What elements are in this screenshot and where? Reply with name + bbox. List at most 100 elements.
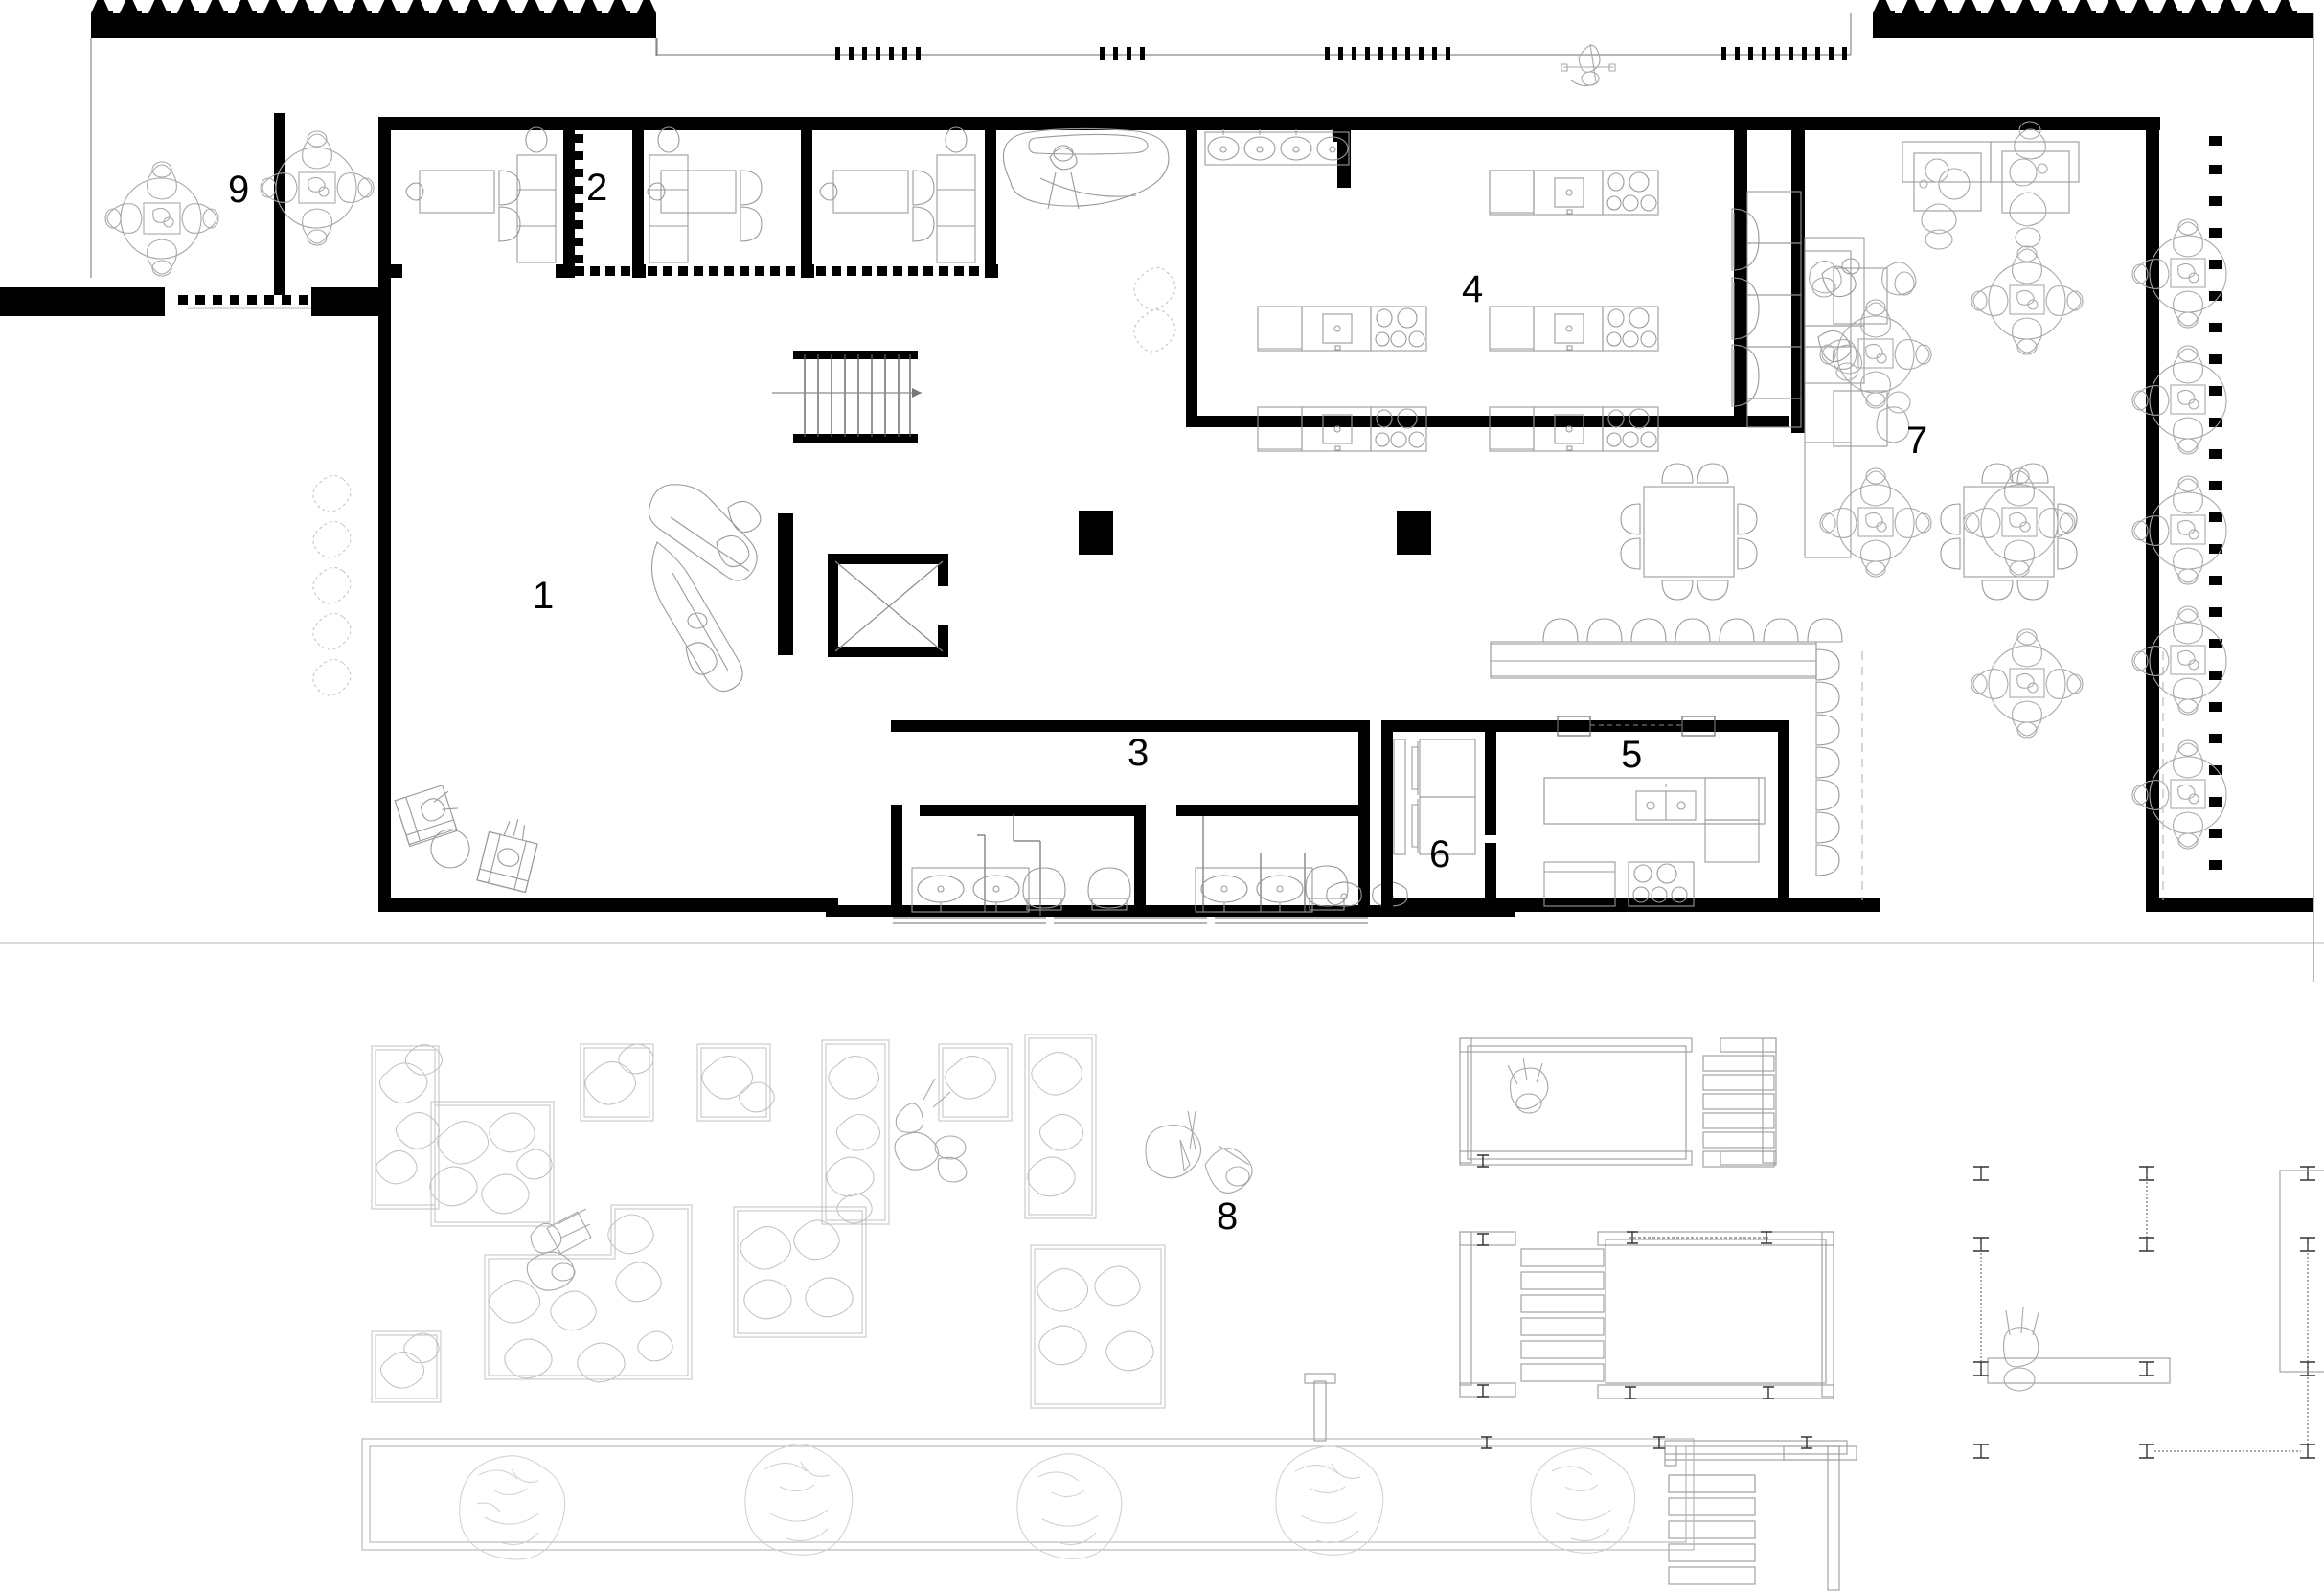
- restroom-partition-lines: [977, 814, 1306, 916]
- garden-bed-7: [938, 1043, 1013, 1122]
- dining-top-guest-a: [1919, 158, 1971, 250]
- tree-1: [459, 1455, 566, 1560]
- room-label-2: 2: [586, 167, 608, 209]
- tree-5: [1530, 1447, 1636, 1554]
- bench-tick-2d: [1761, 1231, 1772, 1244]
- kitchen4-workstation-5: [1489, 406, 1659, 452]
- dining-banquette-top: [1902, 141, 2080, 214]
- office-sill-walls: [391, 134, 998, 278]
- garden-bed-4: [580, 1043, 654, 1122]
- planter-tick-c: [1801, 1436, 1812, 1449]
- dining-round-table-2: [2131, 218, 2227, 329]
- column-right: [1397, 511, 1431, 555]
- garden-bed-2: [429, 1101, 555, 1227]
- room-label-5: 5: [1621, 734, 1643, 776]
- restroom-door-thresholds: [893, 917, 1368, 924]
- column-left: [1079, 511, 1113, 555]
- room-label-9: 9: [228, 169, 250, 211]
- site-dashes-upper: [835, 47, 1847, 60]
- room-label-1: 1: [533, 575, 555, 617]
- kitchen5-pass-window: [1557, 716, 1716, 737]
- dining-right-dotted-wall: [2209, 136, 2222, 870]
- greenhouse-bench-1-figure: [1507, 1057, 1549, 1114]
- office-shelf-b: [649, 126, 689, 263]
- dimension-marker-group: [1973, 1166, 2315, 1459]
- elevator-shaft: [828, 554, 948, 657]
- sawtooth-roof-wall-left: [91, 0, 656, 38]
- greenhouse-shelves-3: [1668, 1474, 1756, 1585]
- gardener-figure-a: [894, 1078, 968, 1183]
- restroom-walls: [891, 720, 1370, 912]
- service-room6-walls: [1381, 720, 1496, 912]
- room-label-3: 3: [1128, 732, 1150, 774]
- garden-bed-1: [371, 1044, 443, 1210]
- dining-left-guests: [1809, 260, 1917, 443]
- planter-tick-b: [1653, 1436, 1665, 1449]
- lounge-armchair-b: [476, 819, 538, 894]
- site-bench-figure: [2002, 1306, 2039, 1392]
- site-bench-seat: [1987, 1357, 2171, 1384]
- restroom-toilets-left: [1022, 867, 1131, 911]
- tree-planter-post: [1304, 1373, 1336, 1442]
- dining-banquette-left: [1804, 250, 1888, 558]
- greenhouse-bench-3-frame: [1783, 1445, 1840, 1591]
- tree-3: [1016, 1453, 1123, 1559]
- garden-bed-9: [484, 1204, 693, 1383]
- lounge-sofa: [648, 484, 762, 693]
- greenhouse-bench-1: [1459, 1037, 1777, 1166]
- room-label-7: 7: [1906, 420, 1928, 462]
- bench-tick-1: [1477, 1154, 1489, 1168]
- kitchen4-workstation-2: [1257, 306, 1427, 352]
- bar-counter: [1490, 643, 1817, 679]
- aerial-figure-icon: [1561, 43, 1616, 87]
- kitchen4-oven-stack: [1746, 191, 1802, 428]
- bench-tick-2a: [1477, 1233, 1489, 1246]
- kitchen5-lower-counter: [1543, 861, 1695, 907]
- gardener-figure-b: [526, 1208, 592, 1291]
- bench-tick-2c: [1627, 1231, 1638, 1244]
- left-facade-mullions: [378, 268, 391, 856]
- reception-planting: [1133, 267, 1176, 353]
- dining-round-table-7: [2131, 605, 2227, 716]
- kitchen5-counter-right: [1704, 777, 1760, 863]
- dining-top-dotted-wall: [1983, 117, 2129, 128]
- greenhouse-shelves-1: [1702, 1055, 1775, 1168]
- tree-4: [1275, 1445, 1384, 1556]
- garden-bed-6: [821, 1039, 890, 1225]
- dining-top-guest-b: [2009, 121, 2048, 248]
- bench-tick-2f: [1763, 1386, 1774, 1399]
- tree-planter-strip: [361, 1438, 1695, 1551]
- kitchen4-door-dots: [1205, 416, 1293, 427]
- restroom-basins-right: [1195, 867, 1313, 913]
- lounge-armchair-a: [394, 785, 459, 848]
- office-shelf-c: [936, 126, 976, 263]
- sawtooth-roof-wall-right: [1873, 0, 2313, 38]
- dining-round-table-9: [1819, 299, 1932, 409]
- core-wall: [778, 513, 793, 655]
- room6-shelf: [1393, 739, 1406, 855]
- greenhouse-shelves-2: [1520, 1248, 1605, 1382]
- stair-run: [793, 351, 918, 443]
- terrace-table-group-a: [104, 161, 219, 277]
- dimension-lines: [1980, 1174, 2309, 1452]
- room-label-6: 6: [1429, 833, 1451, 876]
- terrace-dotted-wall: [178, 295, 308, 305]
- greenhouse-bench-2: [1459, 1231, 1834, 1399]
- planter-shelf-right: [1664, 1440, 1848, 1493]
- bench-tick-2b: [1477, 1384, 1489, 1398]
- kitchen5-island: [1543, 777, 1766, 825]
- cold-store-units: [1411, 739, 1476, 855]
- lounge-side-table: [430, 829, 470, 869]
- planter-tick-a: [1481, 1436, 1492, 1449]
- kitchen4-washbasin-row: [1204, 129, 1350, 166]
- office-desk-b: [647, 170, 763, 242]
- site-outline-upper: [90, 13, 2314, 982]
- reception-desk: [1002, 127, 1170, 210]
- stair-direction-arrow: [772, 388, 922, 398]
- garden-bed-3: [371, 1330, 442, 1403]
- kitchen4-walls: [1186, 130, 1789, 427]
- tree-2: [744, 1444, 854, 1556]
- office-shelf-a: [516, 126, 557, 263]
